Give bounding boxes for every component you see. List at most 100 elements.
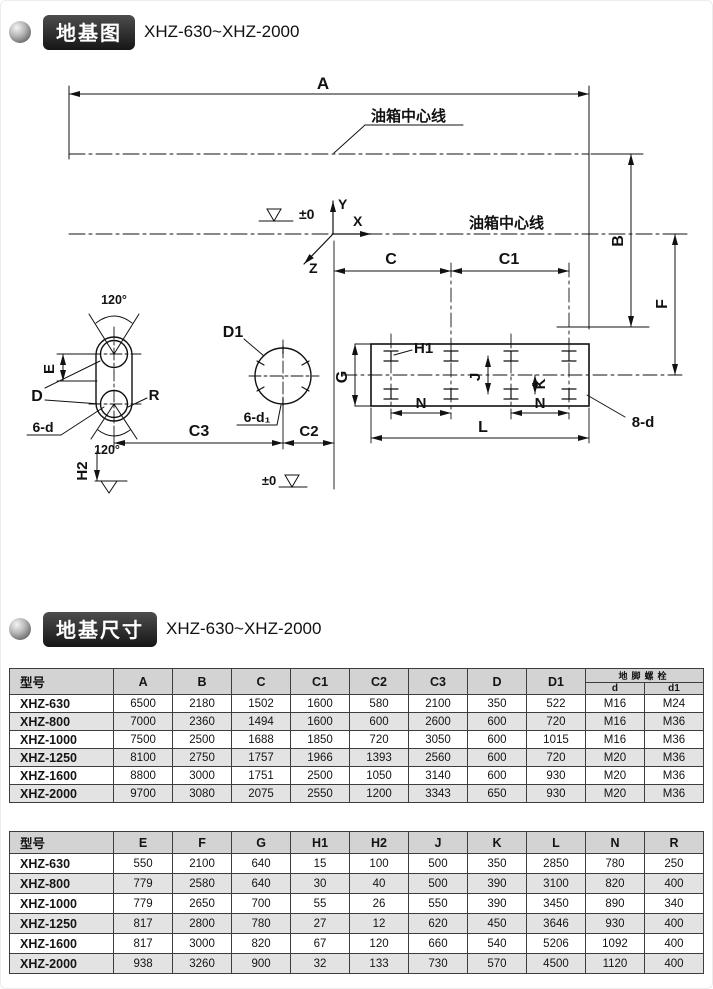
value-cell: 820 xyxy=(231,933,292,954)
value-cell: M36 xyxy=(643,748,705,767)
column-header-a: A xyxy=(113,668,174,695)
value-cell: 1850 xyxy=(290,730,351,749)
value-cell: 600 xyxy=(467,712,527,731)
value-cell: 1502 xyxy=(231,694,292,713)
value-cell: 779 xyxy=(113,873,174,894)
label-centerline-main: 油箱中心线 xyxy=(469,214,544,232)
value-cell: 450 xyxy=(467,913,527,934)
value-cell: 1966 xyxy=(290,748,351,767)
value-cell: 7000 xyxy=(113,712,174,731)
value-cell: 7500 xyxy=(113,730,174,749)
value-cell: 9700 xyxy=(113,784,174,803)
value-cell: 3080 xyxy=(172,784,233,803)
label-dim-f: F xyxy=(654,299,671,309)
value-cell: 250 xyxy=(643,853,705,874)
section-title-badge: 地基尺寸 xyxy=(43,611,157,647)
value-cell: 1751 xyxy=(231,766,292,785)
label-dim-r: R xyxy=(149,387,160,404)
value-cell: 2500 xyxy=(290,766,351,785)
value-cell: 660 xyxy=(408,933,468,954)
label-dim-j: J xyxy=(467,373,484,381)
value-cell: 3050 xyxy=(408,730,468,749)
value-cell: 2560 xyxy=(408,748,468,767)
value-cell: 55 xyxy=(290,893,351,914)
value-cell: 570 xyxy=(467,953,527,974)
label-dim-c3: C3 xyxy=(189,423,210,440)
column-header-model: 型号 xyxy=(8,831,115,854)
value-cell: 817 xyxy=(113,913,174,934)
foundation-dimension-table-1: 型号 A B C C1 C2 C3 D D1 地脚螺栓 d d1 XHZ-630… xyxy=(8,668,705,803)
bolt-pocket-left: 120° 120° E D R xyxy=(26,293,160,457)
column-header-h1: H1 xyxy=(290,831,351,854)
value-cell: 5206 xyxy=(525,933,586,954)
value-cell: 8100 xyxy=(113,748,174,767)
value-cell: 340 xyxy=(643,893,705,914)
label-dim-h2: H2 xyxy=(74,461,91,480)
value-cell: 6500 xyxy=(113,694,174,713)
value-cell: 400 xyxy=(643,953,705,974)
value-cell: 390 xyxy=(467,873,527,894)
value-cell: 930 xyxy=(525,784,586,803)
tank-centerline-top: 油箱中心线 xyxy=(68,107,590,155)
label-dim-h1: H1 xyxy=(414,340,433,357)
value-cell: 15 xyxy=(290,853,351,874)
value-cell: 930 xyxy=(525,766,586,785)
anchor-bolt-marks xyxy=(383,350,577,400)
value-cell: 4500 xyxy=(525,953,586,974)
value-cell: 3000 xyxy=(172,933,233,954)
dimension-h2: H2 xyxy=(74,450,128,494)
value-cell: 390 xyxy=(467,893,527,914)
value-cell: 1200 xyxy=(349,784,410,803)
value-cell: 720 xyxy=(349,730,410,749)
column-header-l: L xyxy=(525,831,586,854)
dimension-tables: 型号 A B C C1 C2 C3 D D1 地脚螺栓 d d1 XHZ-630… xyxy=(1,668,712,974)
value-cell: 720 xyxy=(525,712,586,731)
bullet-sphere-icon xyxy=(9,618,31,640)
model-cell: XHZ-1000 xyxy=(8,730,115,749)
column-header-e: E xyxy=(113,831,174,854)
model-cell: XHZ-1600 xyxy=(8,933,115,954)
value-cell: 1757 xyxy=(231,748,292,767)
value-cell: 1600 xyxy=(290,694,351,713)
label-angle-bottom: 120° xyxy=(94,443,120,457)
column-header-c2: C2 xyxy=(349,668,410,695)
value-cell: 1120 xyxy=(584,953,645,974)
column-header-g: G xyxy=(231,831,292,854)
section-header-diagram: 地基图 XHZ-630~XHZ-2000 xyxy=(1,14,712,50)
value-cell: M16 xyxy=(584,694,645,713)
label-axis-z: Z xyxy=(309,260,318,276)
model-range-text: XHZ-630~XHZ-2000 xyxy=(166,619,322,638)
label-dim-k: K xyxy=(532,378,549,389)
label-dim-l: L xyxy=(478,419,488,436)
column-subheader-bolt-d: d xyxy=(584,682,645,695)
value-cell: 3000 xyxy=(172,766,233,785)
label-dim-c1: C1 xyxy=(499,251,520,268)
value-cell: 1393 xyxy=(349,748,410,767)
dimension-f: F xyxy=(654,233,688,376)
label-axis-x: X xyxy=(353,213,363,229)
value-cell: 3646 xyxy=(525,913,586,934)
value-cell: 400 xyxy=(643,913,705,934)
value-cell: 890 xyxy=(584,893,645,914)
value-cell: 938 xyxy=(113,953,174,974)
value-cell: 67 xyxy=(290,933,351,954)
value-cell: 779 xyxy=(113,893,174,914)
value-cell: 817 xyxy=(113,933,174,954)
model-cell: XHZ-1600 xyxy=(8,766,115,785)
value-cell: 2580 xyxy=(172,873,233,894)
value-cell: 400 xyxy=(643,873,705,894)
value-cell: 350 xyxy=(467,694,527,713)
model-cell: XHZ-1250 xyxy=(8,748,115,767)
datum-top: ±0 xyxy=(258,206,315,222)
value-cell: 3450 xyxy=(525,893,586,914)
value-cell: M20 xyxy=(584,784,645,803)
